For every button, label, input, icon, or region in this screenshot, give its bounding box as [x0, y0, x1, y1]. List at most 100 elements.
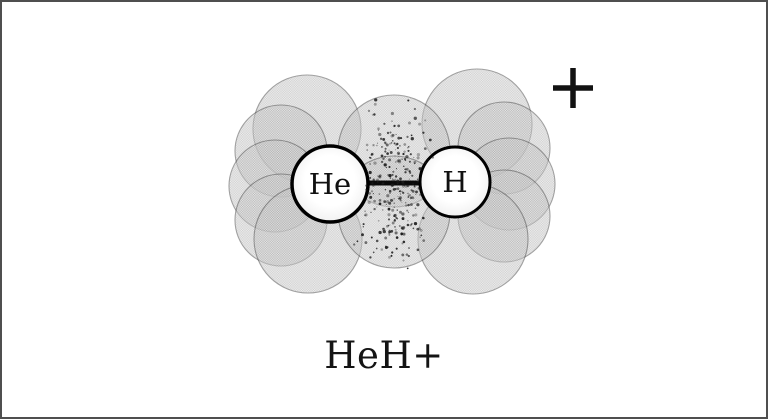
electron-dot — [361, 233, 364, 237]
electron-dot — [387, 173, 390, 177]
electron-dot — [395, 168, 398, 170]
electron-dot — [388, 233, 391, 236]
electron-dot — [378, 193, 381, 195]
electron-dot — [420, 234, 423, 237]
electron-dot — [407, 220, 409, 222]
electron-dot — [390, 229, 394, 233]
electron-dot — [389, 224, 391, 226]
electron-dot — [388, 173, 392, 178]
electron-dot — [396, 179, 400, 183]
electron-dot — [386, 200, 390, 204]
electron-dot — [375, 247, 378, 250]
electron-dot — [409, 153, 412, 156]
electron-dot — [376, 144, 378, 147]
electron-dot — [393, 213, 397, 217]
electron-dot — [419, 236, 421, 238]
electron-dot — [395, 247, 398, 250]
electron-dot — [380, 154, 384, 158]
electron-dot — [405, 202, 407, 204]
electron-dot — [376, 142, 379, 144]
electron-dot — [403, 150, 406, 153]
electron-dot — [399, 198, 401, 200]
electron-dot — [413, 116, 417, 120]
electron-dot — [369, 195, 373, 199]
electron-dot — [393, 142, 396, 145]
electron-dot — [392, 188, 396, 191]
electron-dot — [408, 194, 411, 197]
electron-dot — [402, 152, 405, 156]
electron-dot — [403, 143, 407, 146]
electron-dot — [379, 137, 383, 140]
electron-dot — [390, 111, 394, 116]
electron-dot — [409, 203, 413, 207]
electron-dot — [410, 137, 414, 141]
electron-dot — [369, 177, 372, 179]
electron-dot — [401, 190, 403, 193]
electron-dot — [412, 182, 415, 185]
electron-dot — [398, 144, 401, 147]
electron-dot — [394, 155, 396, 157]
electron-dot — [381, 209, 384, 211]
electron-dot — [396, 159, 400, 163]
electron-dot — [388, 191, 392, 195]
electron-dot — [399, 210, 402, 214]
electron-dot — [400, 232, 404, 236]
electron-dot — [388, 142, 392, 145]
electron-dot — [388, 189, 392, 193]
electron-dot — [372, 192, 375, 195]
electron-dot — [375, 239, 379, 243]
electron-dot — [383, 141, 387, 144]
electron-dot — [370, 236, 373, 239]
electron-dot — [373, 161, 377, 165]
electron-dot — [391, 133, 395, 137]
electron-dot — [390, 254, 393, 257]
electron-dot — [369, 256, 372, 259]
electron-dot — [394, 149, 397, 151]
electron-dot — [384, 236, 388, 240]
electron-dot — [392, 170, 395, 173]
electron-dot — [401, 158, 403, 161]
electron-dot — [390, 183, 394, 187]
electron-dot — [366, 149, 369, 151]
electron-dot — [417, 186, 421, 190]
electron-dot — [402, 183, 406, 187]
electron-dot — [399, 177, 402, 181]
electron-dot — [396, 146, 399, 150]
electron-dot — [393, 202, 395, 204]
electron-dot — [407, 149, 410, 152]
electron-dot — [405, 253, 409, 256]
electron-dot — [398, 225, 401, 227]
electron-dot — [408, 160, 411, 163]
electron-dot — [417, 180, 419, 183]
electron-dot — [396, 183, 399, 185]
electron-dot — [370, 153, 373, 156]
electron-dot — [402, 259, 405, 262]
atom-helium-circle — [290, 144, 370, 224]
electron-dot — [403, 165, 405, 167]
electron-dot — [406, 135, 409, 139]
electron-dot — [431, 156, 434, 159]
electron-dot — [384, 163, 387, 165]
electron-dot — [391, 208, 395, 212]
electron-dot — [399, 137, 403, 140]
electron-dot — [368, 170, 372, 175]
electron-dot — [371, 182, 374, 185]
electron-dot — [402, 240, 406, 244]
electron-dot — [404, 168, 407, 171]
electron-dot — [393, 197, 395, 200]
electron-dot — [406, 223, 410, 227]
electron-dot — [381, 182, 384, 185]
electron-dot — [387, 218, 391, 221]
electron-dot — [407, 147, 409, 149]
electron-dot — [386, 246, 389, 248]
electron-dot — [362, 223, 365, 226]
electron-dot — [397, 136, 401, 140]
electron-dot — [383, 122, 386, 125]
plus-charge-symbol — [553, 68, 593, 108]
electron-dot — [395, 161, 397, 163]
electron-dot — [373, 207, 376, 211]
electron-dot — [389, 151, 393, 154]
electron-dot — [422, 131, 425, 134]
electron-dot — [416, 248, 420, 252]
electron-dot — [391, 251, 394, 254]
